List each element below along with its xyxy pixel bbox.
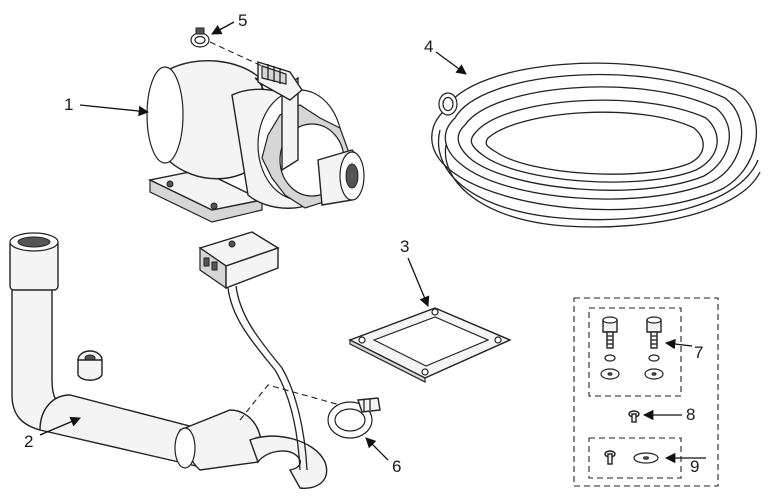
callout-2: 2 — [24, 432, 33, 451]
cable-connector — [198, 231, 341, 471]
leader-2 — [39, 416, 81, 436]
large-hose-clamp — [327, 397, 381, 439]
callout-7: 7 — [694, 343, 703, 362]
callout-9: 9 — [690, 457, 699, 476]
callout-3: 3 — [400, 237, 409, 256]
pump-assembly — [146, 60, 365, 223]
small-hose-clamp — [190, 27, 210, 48]
leader-3 — [407, 257, 430, 307]
hardware-kit — [573, 297, 719, 487]
callout-4: 4 — [424, 37, 433, 56]
callout-1: 1 — [64, 95, 73, 114]
gasket — [348, 307, 512, 383]
screw-washer-9 — [604, 450, 659, 465]
inlet-pipe — [9, 232, 328, 489]
callout-8: 8 — [686, 405, 695, 424]
leader-1 — [79, 104, 150, 117]
leader-5 — [211, 21, 235, 35]
hose-coil — [431, 62, 761, 228]
screw-8 — [628, 410, 640, 423]
callout-6: 6 — [392, 457, 401, 476]
leader-7 — [664, 338, 693, 350]
leader-4 — [435, 51, 467, 75]
callout-5: 5 — [238, 11, 247, 30]
leader-6 — [365, 437, 389, 461]
bolt-set-7 — [600, 316, 664, 380]
